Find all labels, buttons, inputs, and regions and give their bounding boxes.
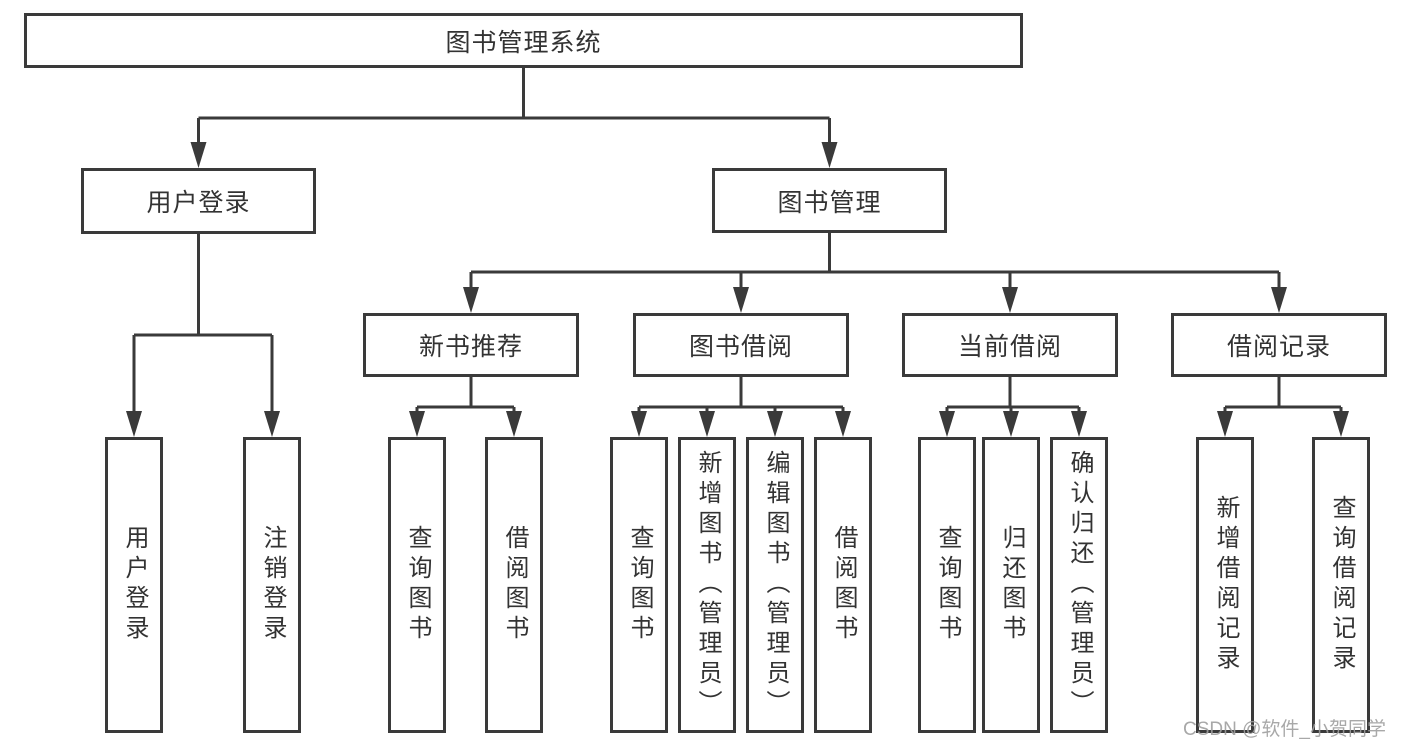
connector-new-book-children bbox=[409, 377, 522, 437]
leaf-borrow-books-label: 借阅图书 bbox=[830, 525, 857, 645]
node-borrow-records-label: 借阅记录 bbox=[1226, 333, 1331, 361]
leaf-current-query-books: 查询图书 bbox=[918, 437, 976, 733]
leaf-confirm-return-admin-label: 确认归还（管理员） bbox=[1066, 450, 1093, 720]
connector-current-borrow-children bbox=[939, 377, 1087, 437]
node-book-borrow-label: 图书借阅 bbox=[688, 333, 793, 361]
node-current-borrow-label: 当前借阅 bbox=[957, 333, 1062, 361]
leaf-recommend-query-books: 查询图书 bbox=[388, 437, 446, 733]
node-current-borrow: 当前借阅 bbox=[902, 313, 1118, 377]
leaf-edit-books-admin-label: 编辑图书（管理员） bbox=[762, 450, 789, 720]
connector-book-management-to-level3 bbox=[463, 233, 1287, 313]
leaf-confirm-return-admin: 确认归还（管理员） bbox=[1050, 437, 1108, 733]
leaf-user-login: 用户登录 bbox=[105, 437, 163, 733]
leaf-logout-label: 注销登录 bbox=[259, 525, 286, 645]
node-root: 图书管理系统 bbox=[24, 13, 1023, 68]
leaf-current-query-books-label: 查询图书 bbox=[934, 525, 961, 645]
leaf-edit-books-admin: 编辑图书（管理员） bbox=[746, 437, 804, 733]
leaf-user-login-label: 用户登录 bbox=[121, 525, 148, 645]
leaf-query-borrow-record-label: 查询借阅记录 bbox=[1328, 495, 1355, 675]
connector-borrow-records-children bbox=[1217, 377, 1349, 437]
leaf-logout: 注销登录 bbox=[243, 437, 301, 733]
leaf-recommend-borrow-books-label: 借阅图书 bbox=[501, 525, 528, 645]
node-new-book-recommend: 新书推荐 bbox=[363, 313, 579, 377]
leaf-recommend-query-books-label: 查询图书 bbox=[404, 525, 431, 645]
leaf-recommend-borrow-books: 借阅图书 bbox=[485, 437, 543, 733]
leaf-add-books-admin: 新增图书（管理员） bbox=[678, 437, 736, 733]
leaf-query-borrow-record: 查询借阅记录 bbox=[1312, 437, 1370, 733]
leaf-borrow-query-books: 查询图书 bbox=[610, 437, 668, 733]
node-borrow-records: 借阅记录 bbox=[1171, 313, 1387, 377]
node-user-login: 用户登录 bbox=[81, 168, 316, 234]
node-root-label: 图书管理系统 bbox=[445, 28, 602, 57]
connector-user-login-children bbox=[126, 234, 280, 437]
leaf-return-books: 归还图书 bbox=[982, 437, 1040, 733]
node-book-management: 图书管理 bbox=[712, 168, 947, 233]
node-book-management-label: 图书管理 bbox=[777, 188, 882, 217]
connector-root-to-level2 bbox=[190, 68, 838, 168]
leaf-add-borrow-record-label: 新增借阅记录 bbox=[1212, 495, 1239, 675]
leaf-return-books-label: 归还图书 bbox=[998, 525, 1025, 645]
leaf-borrow-query-books-label: 查询图书 bbox=[626, 525, 653, 645]
leaf-add-borrow-record: 新增借阅记录 bbox=[1196, 437, 1254, 733]
leaf-borrow-books: 借阅图书 bbox=[814, 437, 872, 733]
node-new-book-recommend-label: 新书推荐 bbox=[418, 333, 523, 361]
connector-book-borrow-children bbox=[631, 377, 851, 437]
node-user-login-label: 用户登录 bbox=[146, 189, 251, 217]
leaf-add-books-admin-label: 新增图书（管理员） bbox=[694, 450, 721, 720]
node-book-borrow: 图书借阅 bbox=[633, 313, 849, 377]
csdn-watermark: CSDN @软件_小贺同学 bbox=[1183, 719, 1386, 740]
